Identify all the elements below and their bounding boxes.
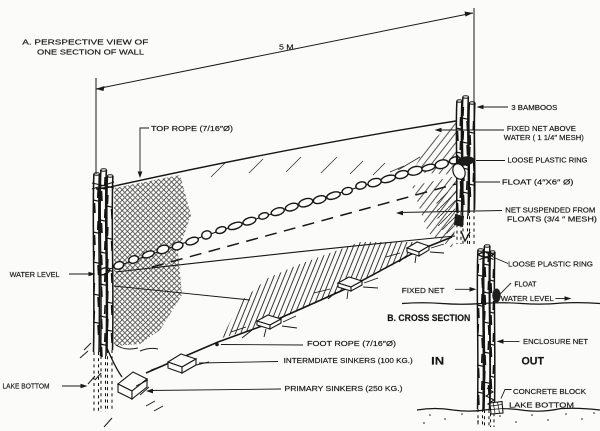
svg-text:INTERMDIATE SINKERS (100 KG.): INTERMDIATE SINKERS (100 KG.) <box>284 358 413 365</box>
svg-text:OUT: OUT <box>522 356 545 368</box>
svg-text:LAKE BOTTOM: LAKE BOTTOM <box>3 384 50 391</box>
svg-text:WATER ( 1 1/4″ MESH): WATER ( 1 1/4″ MESH) <box>504 135 584 142</box>
svg-text:FOOT ROPE (7/16″Ø): FOOT ROPE (7/16″Ø) <box>307 341 396 348</box>
svg-text:WATER LEVEL: WATER LEVEL <box>501 296 554 303</box>
svg-text:5 M.: 5 M. <box>279 45 296 52</box>
svg-text:LOOSE PLASTIC RING: LOOSE PLASTIC RING <box>508 157 588 164</box>
svg-text:FLOAT: FLOAT <box>514 281 537 288</box>
svg-text:CONCRETE BLOCK: CONCRETE BLOCK <box>513 389 586 396</box>
svg-text:ONE SECTION OF WALL: ONE SECTION OF WALL <box>37 47 144 56</box>
svg-text:3 BAMBOOS: 3 BAMBOOS <box>511 105 557 112</box>
svg-text:LOOSE PLASTIC RING: LOOSE PLASTIC RING <box>508 262 593 269</box>
svg-text:A. PERSPECTIVE VIEW OF: A. PERSPECTIVE VIEW OF <box>22 37 149 46</box>
svg-text:ENCLOSURE NET: ENCLOSURE NET <box>523 339 589 346</box>
svg-text:FIXED NET ABOVE: FIXED NET ABOVE <box>507 126 576 133</box>
svg-text:LAKE BOTTOM: LAKE BOTTOM <box>509 403 574 410</box>
svg-text:WATER LEVEL: WATER LEVEL <box>10 272 60 279</box>
svg-text:NET SUSPENDED FROM: NET SUSPENDED FROM <box>505 208 595 215</box>
svg-text:PRIMARY SINKERS (250 KG.): PRIMARY SINKERS (250 KG.) <box>285 386 403 393</box>
svg-text:FIXED NET: FIXED NET <box>402 288 446 295</box>
svg-text:FLOAT (4″X6″ Ø): FLOAT (4″X6″ Ø) <box>502 179 574 186</box>
svg-text:FLOATS (3/4 ″ MESH): FLOATS (3/4 ″ MESH) <box>507 216 597 223</box>
svg-text:IN: IN <box>431 356 444 368</box>
svg-text:B. CROSS SECTION: B. CROSS SECTION <box>387 313 470 323</box>
svg-text:TOP ROPE (7/16″Ø): TOP ROPE (7/16″Ø) <box>151 126 233 133</box>
